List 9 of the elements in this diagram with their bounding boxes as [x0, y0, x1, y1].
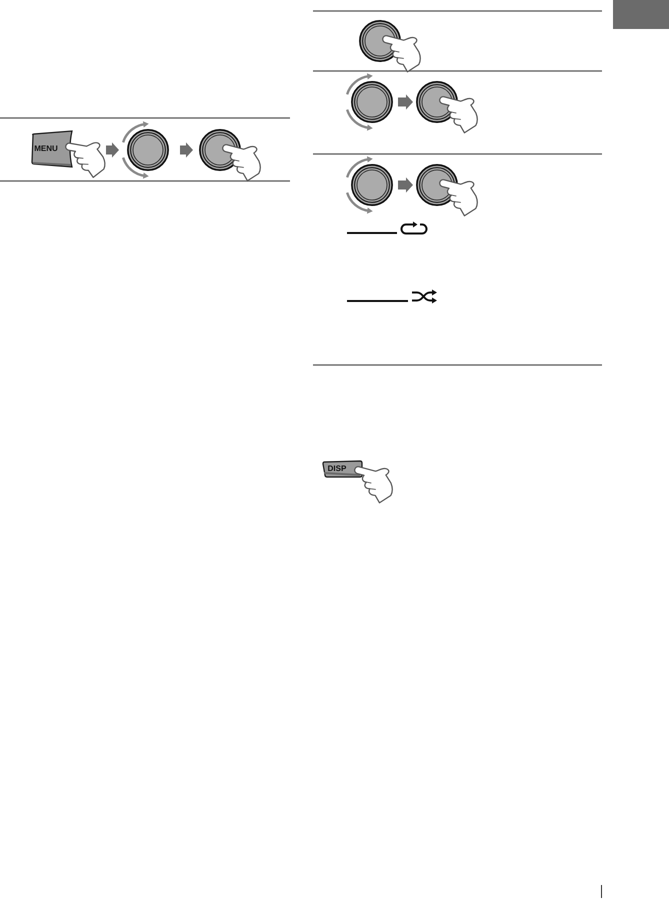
control-knob	[127, 129, 169, 171]
arrow	[398, 94, 413, 110]
device-button: MENU	[30, 130, 74, 168]
arrow	[180, 142, 193, 158]
control-knob	[351, 81, 393, 123]
arrow	[398, 177, 413, 193]
device-button: DISP	[321, 460, 363, 478]
arrow	[106, 142, 119, 158]
control-knob	[351, 164, 393, 206]
